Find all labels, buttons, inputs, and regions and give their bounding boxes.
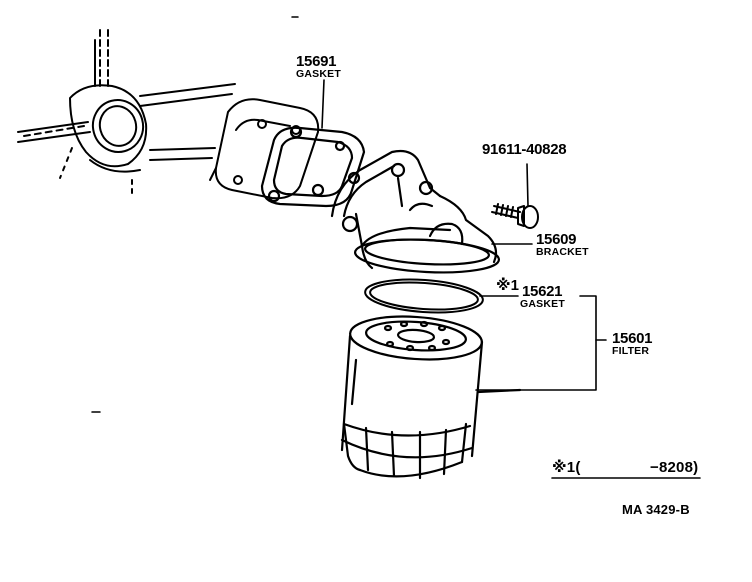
footnote: ※1( −8208) (552, 459, 698, 476)
mounting-pad (209, 98, 320, 200)
part-number-bolt: 91611-40828 (482, 141, 567, 158)
oil-filter (340, 315, 522, 480)
bolt-leader-line (526, 163, 529, 207)
footnote-open: ( (575, 459, 581, 476)
part-name-ring-gasket: GASKET (520, 298, 565, 310)
part-name-gasket-upper: GASKET (296, 68, 341, 80)
footnote-range: −8208) (650, 459, 699, 476)
ring-gasket (364, 278, 484, 314)
engine-block-outline (17, 29, 236, 197)
upper-gasket (260, 125, 366, 208)
footnote-marker-ring-gasket: ※1 (496, 277, 519, 294)
part-number-gasket-upper: 15691 (296, 53, 337, 70)
bracket (330, 149, 501, 274)
part-name-bracket: BRACKET (536, 246, 589, 258)
part-name-filter: FILTER (612, 345, 650, 357)
footnote-marker: ※1 (552, 459, 576, 476)
part-number-filter: 15601 (612, 330, 653, 347)
filter-leader-bracket (475, 295, 597, 391)
bolt (491, 203, 539, 229)
diagram-code: MA 3429-B (622, 502, 690, 517)
gasket-leader-line (321, 79, 325, 129)
part-number-bracket: 15609 (536, 231, 577, 248)
part-number-ring-gasket: 15621 (522, 283, 563, 300)
